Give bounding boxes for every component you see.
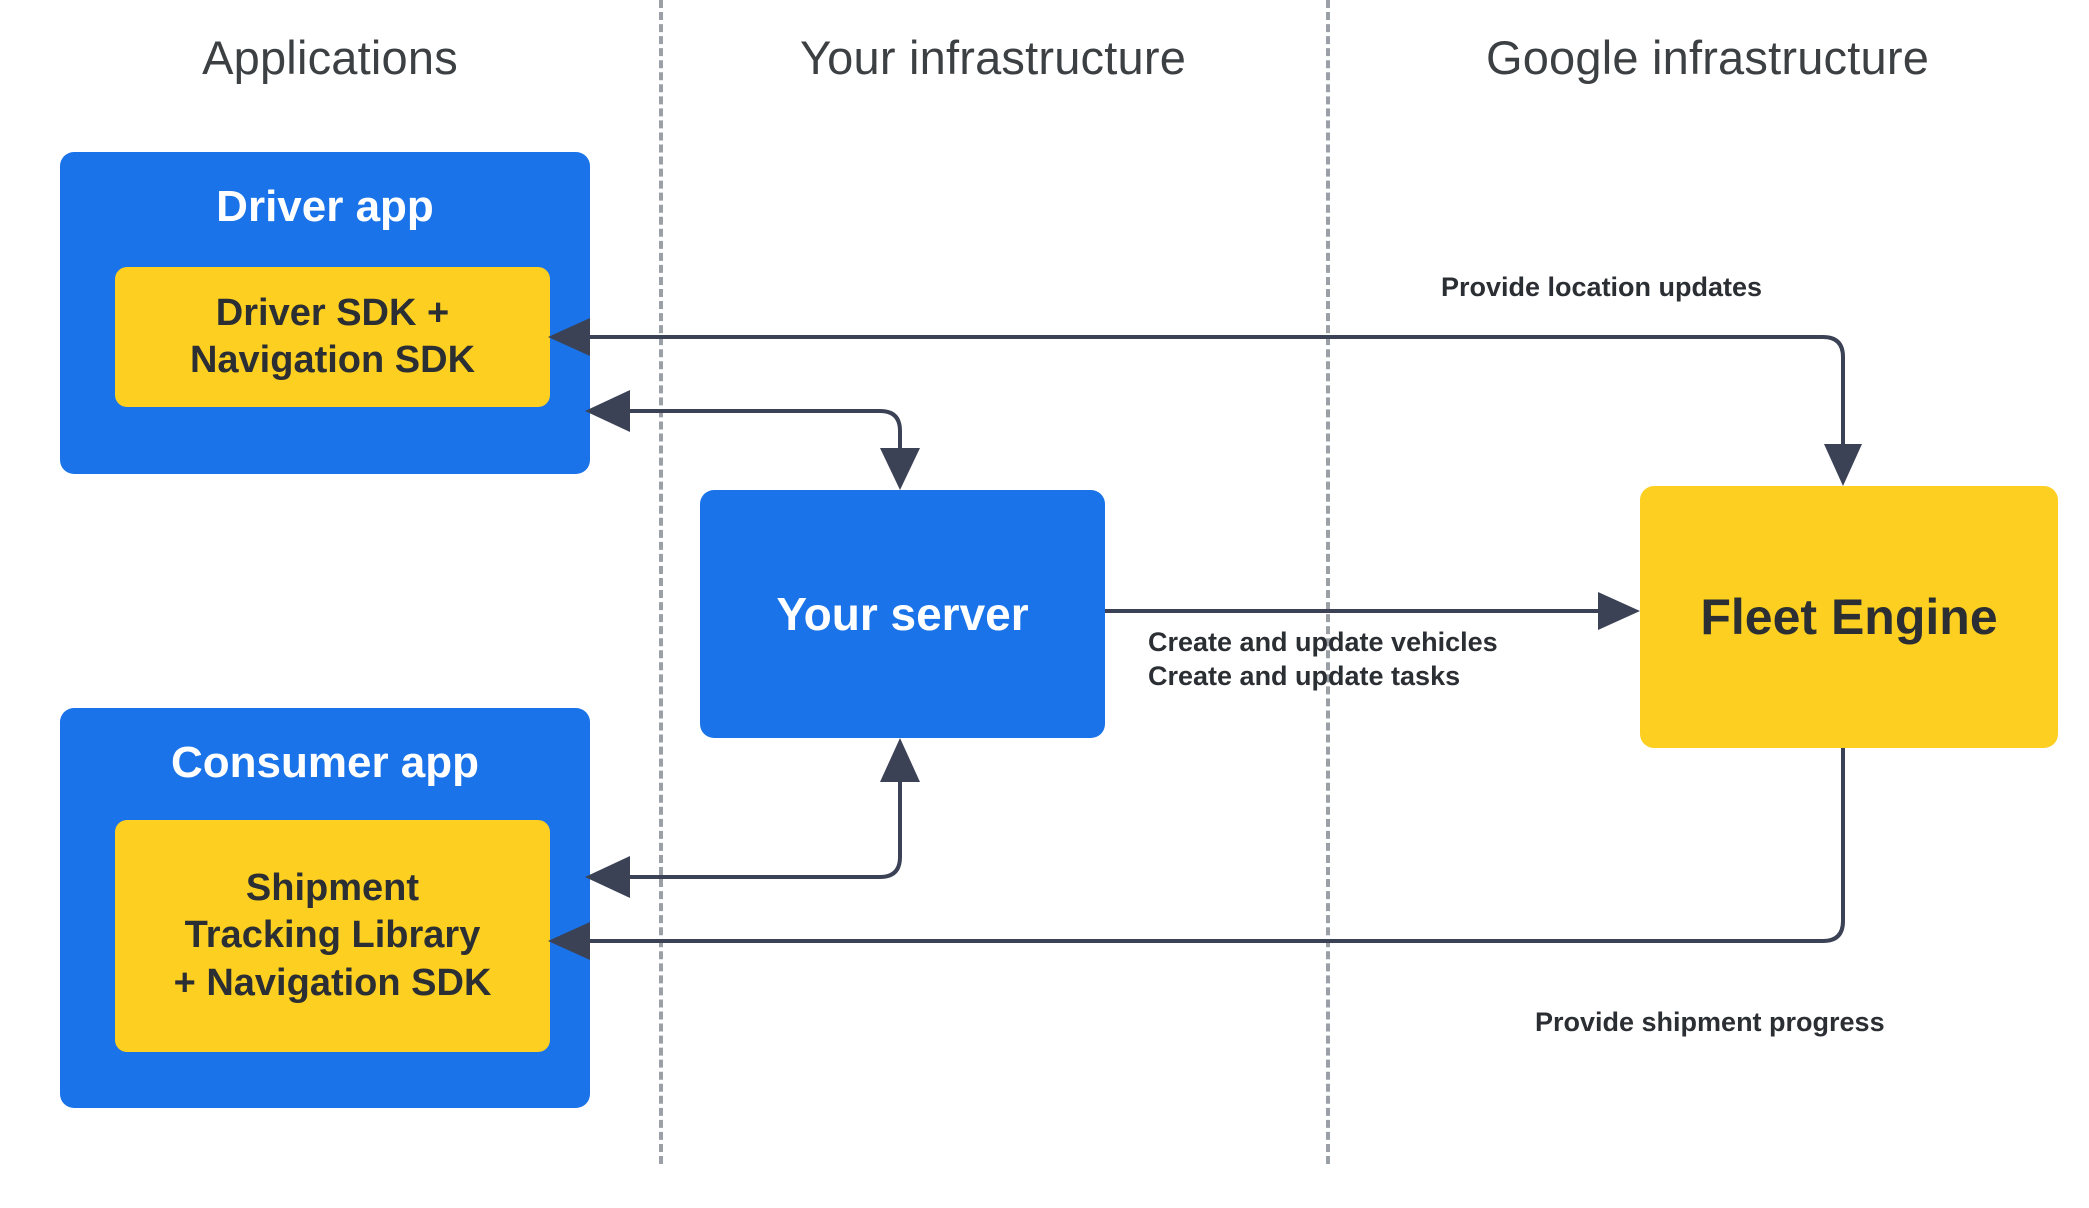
arrow-provide-shipment-progress-path bbox=[573, 748, 1845, 943]
driver-sdk-box[interactable]: Driver SDK + Navigation SDK bbox=[115, 267, 550, 407]
arrow-driver-app-to-your-server-head-left bbox=[585, 390, 630, 432]
arrow-provide-location-updates bbox=[548, 318, 1862, 486]
your-server-box[interactable]: Your server bbox=[700, 490, 1105, 738]
arrow-driver-app-to-your-server bbox=[585, 390, 920, 490]
column-header-google-infrastructure: Google infrastructure bbox=[1326, 34, 2089, 81]
arrow-driver-app-to-your-server-head-down bbox=[880, 448, 920, 490]
arrow-provide-shipment-progress bbox=[548, 748, 1845, 960]
your-server-label: Your server bbox=[776, 587, 1029, 640]
column-divider-left bbox=[659, 0, 663, 1164]
label-create-and-update: Create and update vehicles Create and up… bbox=[1148, 625, 1498, 693]
driver-app-title: Driver app bbox=[216, 182, 434, 231]
arrow-provide-location-updates-path bbox=[573, 335, 1845, 462]
column-header-applications-label: Applications bbox=[202, 31, 458, 84]
arrow-provide-location-updates-head-down bbox=[1824, 444, 1862, 486]
consumer-app-title: Consumer app bbox=[170, 738, 480, 787]
arrow-your-server-to-fleet-engine-head bbox=[1598, 592, 1640, 630]
label-provide-location-updates: Provide location updates bbox=[1441, 272, 1763, 302]
consumer-sdk-label-line-2: Tracking Library bbox=[184, 914, 481, 957]
column-divider-right bbox=[1326, 0, 1330, 1164]
column-header-applications: Applications bbox=[0, 34, 660, 81]
column-header-google-infrastructure-label: Google infrastructure bbox=[1485, 31, 1930, 84]
consumer-sdk-label-line-3: + Navigation SDK bbox=[173, 961, 492, 1004]
label-create-and-update-tasks: Create and update tasks bbox=[1148, 661, 1461, 692]
arrow-driver-app-to-your-server-path bbox=[610, 409, 902, 466]
consumer-app-box[interactable]: Consumer app Shipment Tracking Library +… bbox=[60, 708, 590, 1108]
arrow-consumer-app-to-your-server-path bbox=[610, 770, 902, 879]
arrow-consumer-app-to-your-server bbox=[585, 738, 920, 898]
driver-sdk-label-line-1: Driver SDK + Navigation SDK bbox=[189, 291, 476, 382]
arrow-consumer-app-to-your-server-head-up bbox=[880, 738, 920, 782]
consumer-sdk-box[interactable]: Shipment Tracking Library + Navigation S… bbox=[115, 820, 550, 1052]
fleet-engine-box[interactable]: Fleet Engine bbox=[1640, 486, 2058, 748]
column-header-your-infrastructure: Your infrastructure bbox=[660, 34, 1326, 81]
consumer-sdk-label-line-1: Shipment Tracking Library + Navigation S… bbox=[173, 866, 492, 1004]
column-header-your-infrastructure-label: Your infrastructure bbox=[799, 31, 1187, 84]
label-provide-shipment-progress: Provide shipment progress bbox=[1535, 1007, 1885, 1037]
driver-app-box[interactable]: Driver app Driver SDK + Navigation SDK bbox=[60, 152, 590, 474]
driver-sdk-label-line-2: Navigation SDK bbox=[189, 339, 476, 381]
label-create-and-update-vehicles: Create and update vehicles bbox=[1148, 627, 1498, 657]
arrow-consumer-app-to-your-server-head-left bbox=[585, 856, 630, 898]
fleet-engine-label: Fleet Engine bbox=[1700, 588, 1998, 645]
